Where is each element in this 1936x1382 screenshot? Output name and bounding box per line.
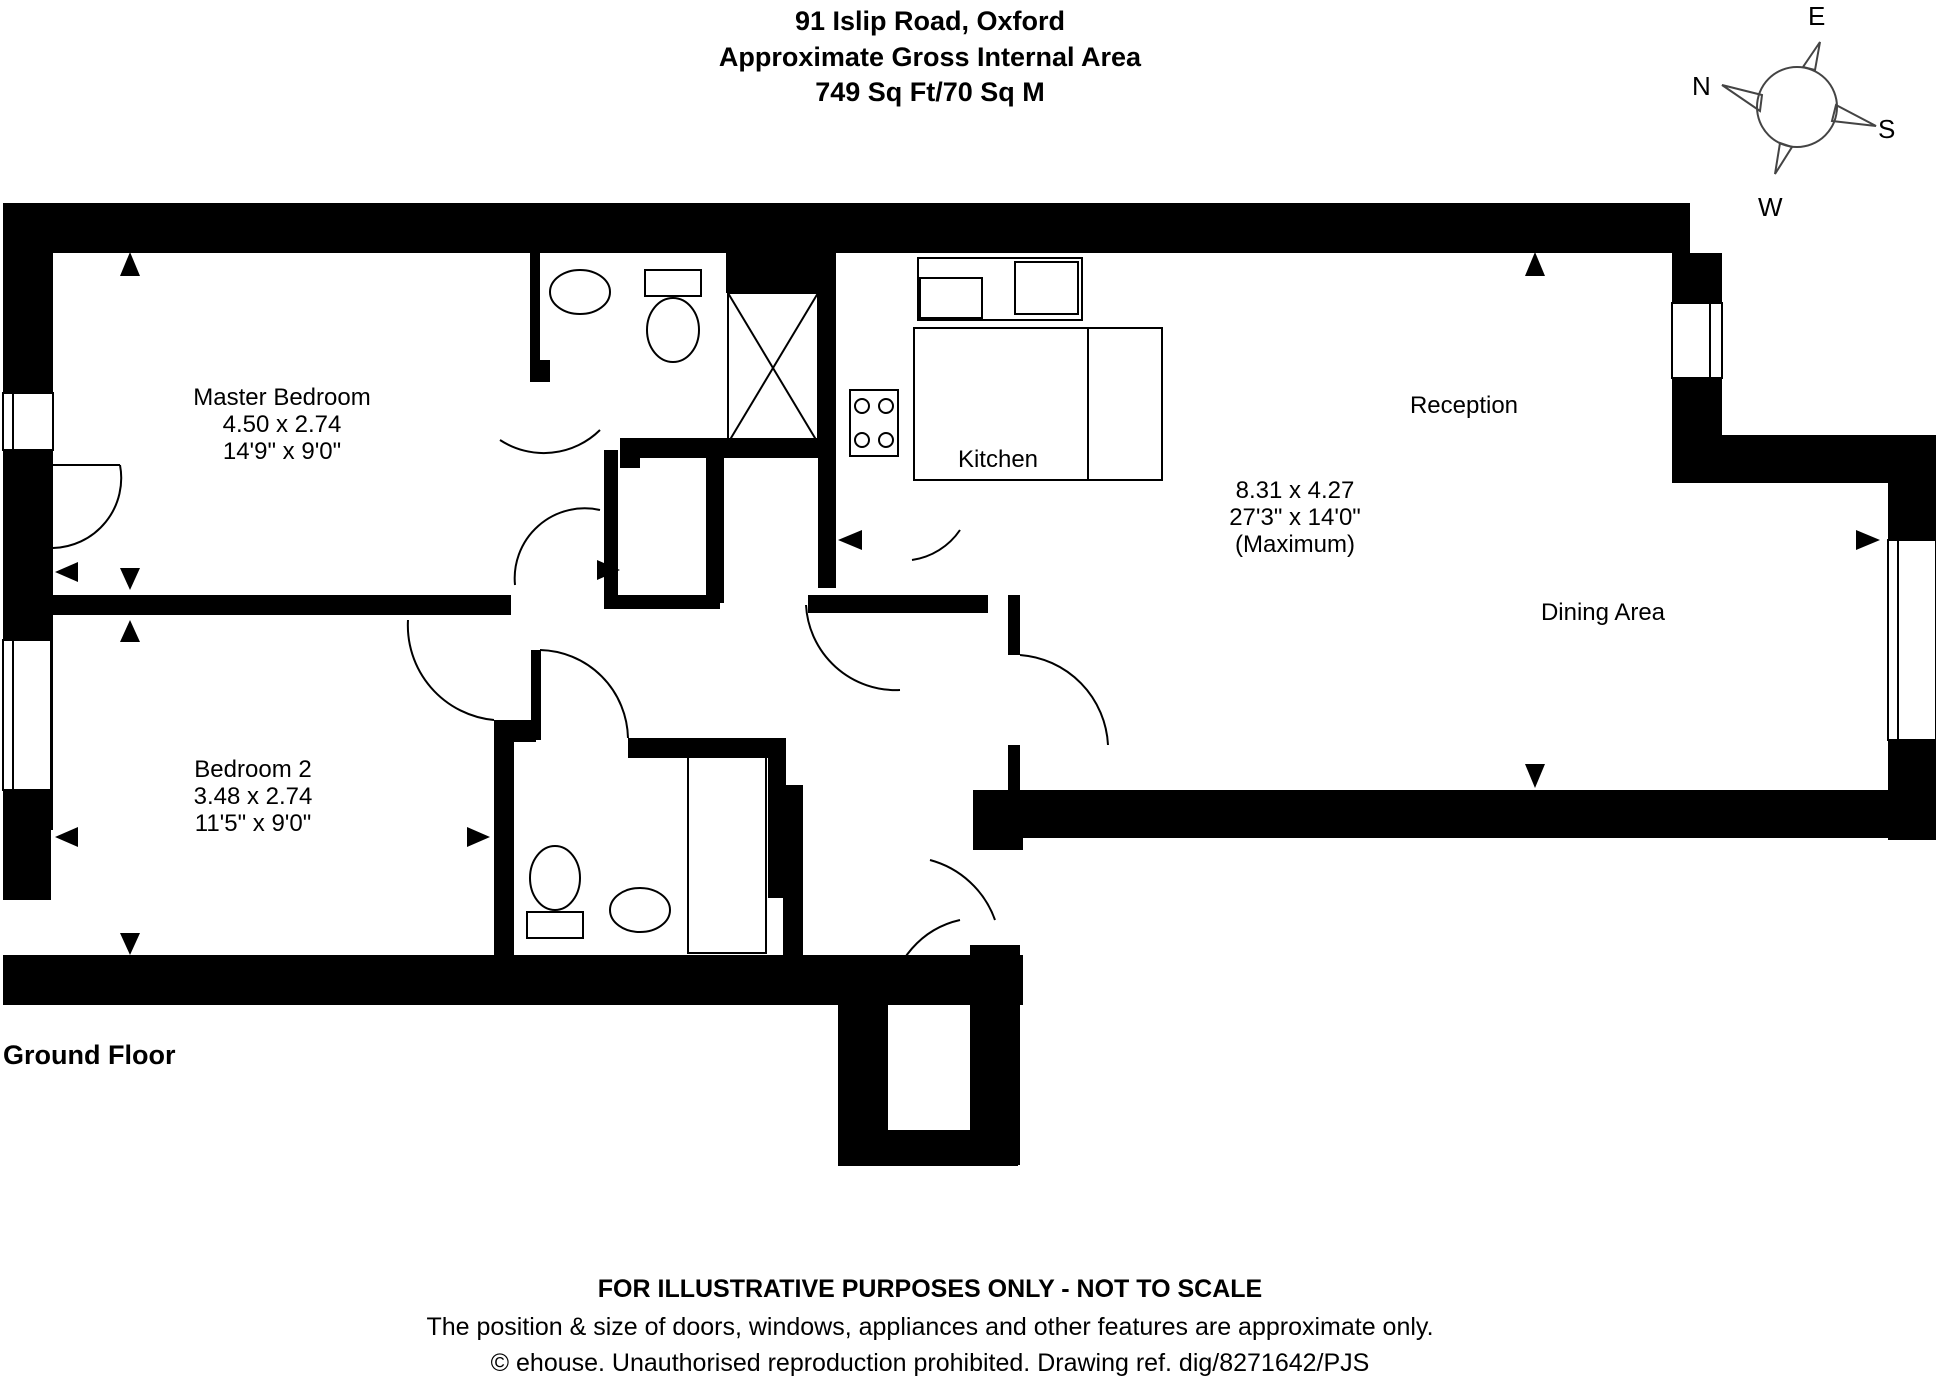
master-bedroom-imperial: 14'9" x 9'0" xyxy=(223,438,341,465)
compass-n-label: N xyxy=(1692,71,1711,101)
footer-line3: © ehouse. Unauthorised reproduction proh… xyxy=(490,1349,1370,1377)
compass-s-label: S xyxy=(1878,114,1895,144)
dimension-arrows xyxy=(55,252,1880,955)
kitchen-name: Kitchen xyxy=(958,446,1038,473)
compass-icon xyxy=(1721,41,1877,175)
reception-metric: 8.31 x 4.27 xyxy=(1236,477,1355,504)
kitchen-units xyxy=(849,257,1163,481)
walls xyxy=(3,203,1936,1166)
master-bedroom-metric: 4.50 x 2.74 xyxy=(223,411,342,438)
reception-note: (Maximum) xyxy=(1235,531,1355,558)
door-swings xyxy=(52,429,1109,1001)
floor-label: Ground Floor xyxy=(3,1040,176,1070)
area-value: 749 Sq Ft/70 Sq M xyxy=(815,77,1045,107)
address-title: 91 Islip Road, Oxford xyxy=(794,6,1066,36)
compass-e-label: E xyxy=(1808,1,1825,31)
footer-disclaimer: FOR ILLUSTRATIVE PURPOSES ONLY - NOT TO … xyxy=(597,1275,1263,1303)
area-title: Approximate Gross Internal Area xyxy=(718,42,1142,72)
footer-line2: The position & size of doors, windows, a… xyxy=(426,1313,1434,1341)
bedroom2-name: Bedroom 2 xyxy=(194,756,311,783)
master-bedroom-name: Master Bedroom xyxy=(193,384,370,411)
dining-area-name: Dining Area xyxy=(1541,599,1666,626)
bedroom2-imperial: 11'5" x 9'0" xyxy=(195,810,312,837)
bedroom2-metric: 3.48 x 2.74 xyxy=(194,783,313,810)
windows xyxy=(2,302,1936,791)
bathroom-fixtures xyxy=(526,269,819,954)
reception-name: Reception xyxy=(1410,392,1518,419)
compass-w-label: W xyxy=(1758,192,1783,222)
reception-imperial: 27'3" x 14'0" xyxy=(1229,504,1361,531)
